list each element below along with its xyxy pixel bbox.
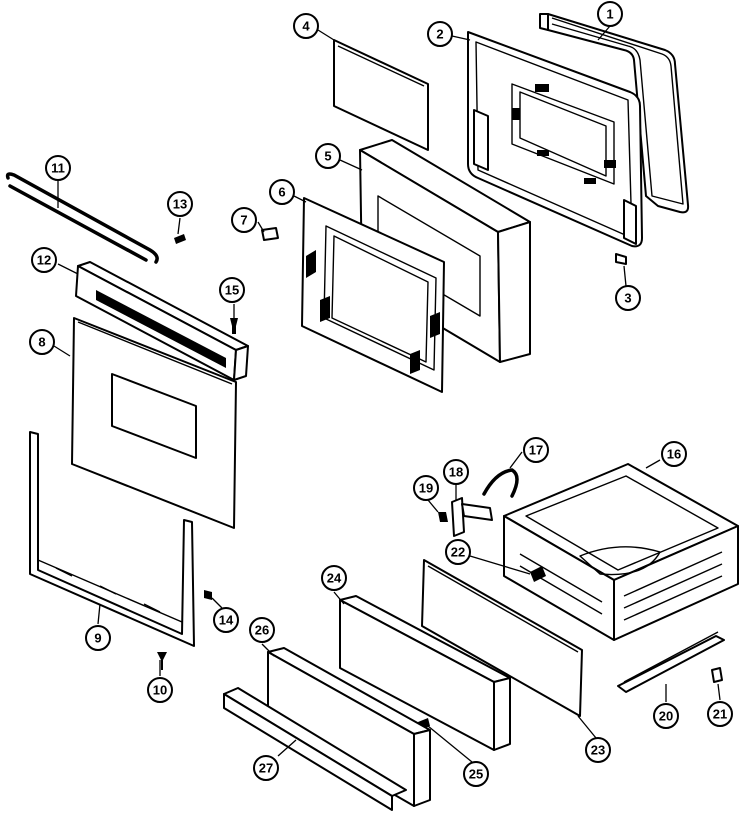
callout-3-label: 3 (624, 291, 631, 306)
callout-17-label: 17 (529, 443, 543, 458)
callout-22: 22 (445, 539, 471, 565)
callout-8-label: 8 (38, 335, 45, 350)
callout-11-label: 11 (51, 161, 65, 176)
callout-20-label: 20 (659, 709, 673, 724)
callout-14-label: 14 (219, 613, 234, 628)
part-15-screw (230, 318, 238, 334)
part-2-inner-door-panel (467, 31, 643, 248)
callout-26-label: 26 (255, 623, 269, 638)
callout-8: 8 (29, 329, 55, 355)
callout-5-label: 5 (324, 149, 331, 164)
callout-18: 18 (443, 459, 469, 485)
part-10-screw (157, 652, 167, 670)
callout-6: 6 (269, 179, 295, 205)
callout-1: 1 (597, 1, 623, 27)
callout-9: 9 (85, 625, 111, 651)
callout-16-label: 16 (667, 447, 681, 462)
callout-3: 3 (615, 285, 641, 311)
callout-19-label: 19 (419, 481, 433, 496)
part-26-panel-block (267, 647, 431, 807)
callout-24-label: 24 (327, 571, 342, 586)
callout-13-label: 13 (173, 197, 187, 212)
part-16-drawer-body (503, 463, 739, 641)
callout-14: 14 (213, 607, 239, 633)
callout-4-label: 4 (302, 19, 310, 34)
callout-10-label: 10 (153, 683, 167, 698)
callout-6-label: 6 (278, 185, 285, 200)
callout-23: 23 (585, 737, 611, 763)
callout-25-label: 25 (469, 767, 483, 782)
callout-27-label: 27 (259, 761, 273, 776)
part-11-door-handle (5, 172, 159, 264)
leader-lines (53, 25, 721, 763)
callout-5: 5 (315, 143, 341, 169)
callout-27: 27 (253, 755, 279, 781)
callout-11: 11 (45, 155, 71, 181)
callout-12-label: 12 (37, 253, 51, 268)
part-4-door-glass (333, 39, 429, 151)
callout-15: 15 (219, 277, 245, 303)
callout-21: 21 (707, 701, 733, 727)
part-9-door-frame (29, 431, 195, 647)
callout-15-label: 15 (225, 283, 239, 298)
callout-10: 10 (147, 677, 173, 703)
callout-16: 16 (661, 441, 687, 467)
callout-9-label: 9 (94, 631, 101, 646)
callout-26: 26 (249, 617, 275, 643)
part-14-screw (204, 590, 212, 600)
callout-25: 25 (463, 761, 489, 787)
callout-18-label: 18 (449, 465, 463, 480)
callout-17: 17 (523, 437, 549, 463)
part-22-bolt (530, 566, 546, 582)
callout-20: 20 (653, 703, 679, 729)
callout-4: 4 (293, 13, 319, 39)
part-6-outer-door-frame (301, 197, 445, 393)
callout-2: 2 (427, 21, 453, 47)
part-20-slide-rail (617, 631, 725, 693)
callout-12: 12 (31, 247, 57, 273)
part-8-door-outer-panel (71, 317, 237, 529)
callout-7: 7 (231, 207, 257, 233)
part-17-wire (482, 468, 519, 498)
part-3-clip (615, 253, 627, 265)
part-7-bracket (261, 227, 279, 241)
callout-22-label: 22 (451, 545, 465, 560)
callout-19: 19 (413, 475, 439, 501)
part-24-insulation-block (339, 595, 511, 751)
callout-13: 13 (167, 191, 193, 217)
part-18-bracket (451, 497, 493, 537)
callout-24: 24 (321, 565, 347, 591)
callout-23-label: 23 (591, 743, 605, 758)
part-27-channel-trim (223, 687, 407, 811)
callout-21-label: 21 (713, 707, 727, 722)
part-1-door-gasket (539, 13, 690, 214)
part-19-nut (438, 512, 448, 522)
part-13-screw (174, 234, 186, 244)
part-21-clip (711, 667, 723, 683)
part-23-drawer-front (421, 559, 583, 717)
part-12-vent-trim (75, 261, 249, 381)
callout-7-label: 7 (240, 213, 247, 228)
callout-1-label: 1 (606, 7, 613, 22)
callout-2-label: 2 (436, 27, 443, 42)
